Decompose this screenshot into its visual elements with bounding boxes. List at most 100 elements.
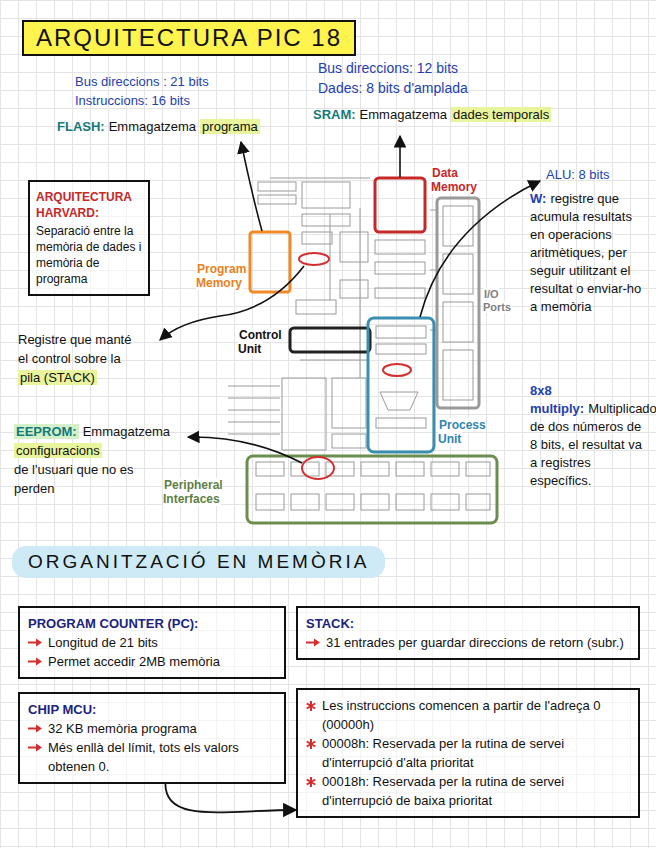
module-block <box>258 182 296 191</box>
annotation-line: Instruccions: 16 bits <box>75 91 315 110</box>
program-memory-outline <box>250 232 290 292</box>
annotation-line: Bus direccions: 12 bits <box>318 58 638 78</box>
annotation-line: 8x8 multiply:Multiplicador de dos número… <box>530 382 648 490</box>
peripheral-block <box>466 462 490 476</box>
annotation: Registre que manté el control sobre lapi… <box>18 330 143 387</box>
info-box: Les instruccions comencen a partir de l'… <box>296 688 640 818</box>
annotation: I/O Ports <box>483 288 525 314</box>
annotation: W:registre que acumula resultats en oper… <box>530 190 648 316</box>
w-register-mark <box>383 364 411 376</box>
peripheral-block <box>396 494 424 510</box>
module-block <box>375 262 425 274</box>
bullet-asterisk <box>306 701 316 711</box>
info-box: PROGRAM COUNTER (PC):Longitud de 21 bits… <box>18 606 286 679</box>
peripheral-block <box>466 494 490 510</box>
note-text: Program Memory <box>196 262 246 290</box>
module-block <box>376 418 426 428</box>
port-block <box>443 302 473 342</box>
note-text: ALU: 8 bits <box>546 167 610 182</box>
note-text: configuracions <box>14 443 102 458</box>
module-block <box>302 182 350 208</box>
annotation-line: SRAM:Emmagatzemadades temporals <box>313 105 648 124</box>
annotation-line: Program Memory <box>196 262 250 290</box>
note-text: registre que acumula resultats en operac… <box>530 191 641 314</box>
annotation-line: ALU: 8 bits <box>546 165 646 184</box>
annotation-line: de l'usuari que no es perden <box>14 460 164 498</box>
annotation-line: Data Memory <box>431 166 493 194</box>
annotation: 8x8 multiply:Multiplicador de dos número… <box>530 382 648 490</box>
module-block <box>332 434 366 448</box>
note-text: 8x8 multiply: <box>530 383 584 416</box>
note-text: Data Memory <box>431 166 478 194</box>
annotation-line: pila (STACK) <box>18 368 143 387</box>
module-block <box>332 378 366 428</box>
bullet-asterisk-lines <box>307 701 316 711</box>
module-block <box>376 326 426 338</box>
peripheral-block <box>361 494 389 510</box>
port-block <box>443 206 473 246</box>
process-unit-outline <box>368 318 434 452</box>
note-text: Dades: 8 bits d'amplada <box>318 80 468 96</box>
data-memory-outline <box>375 178 425 232</box>
bus-lines <box>270 178 437 378</box>
peripheral-block <box>431 462 459 476</box>
module-block <box>282 378 326 450</box>
bullet-text: Longitud de 21 bits <box>48 633 158 652</box>
peripheral-block <box>361 462 389 476</box>
bullet-arrow <box>28 657 42 666</box>
box-heading: CHIP MCU: <box>28 700 276 719</box>
bullet-item: Longitud de 21 bits <box>28 633 276 652</box>
note-text: Emmagatzema <box>109 119 196 134</box>
annotation: Data Memory <box>431 166 493 194</box>
leader-arrow <box>399 136 401 177</box>
bullet-text: Permet accedir 2MB memòria <box>48 652 220 671</box>
alu-symbol <box>380 392 418 410</box>
bullet-text: 00018h: Reservada per la rutina de serve… <box>322 772 630 810</box>
bullet-arrow <box>306 638 320 647</box>
box-heading: ARQUITECTURA HARVARD: <box>36 189 142 221</box>
annotation-line: I/O Ports <box>483 288 525 314</box>
annotation: SRAM:Emmagatzemadades temporals <box>313 105 648 124</box>
note-text: Peripheral Interfaces <box>163 478 223 506</box>
bullet-asterisk <box>306 739 316 749</box>
info-box: CHIP MCU:32 KB memòria programaMés enllà… <box>18 692 286 784</box>
stack-pointer-mark <box>299 253 329 265</box>
annotation: ALU: 8 bits <box>546 165 646 184</box>
bullet-asterisk-lines <box>307 777 316 787</box>
note-text: EEPROM: <box>14 424 79 439</box>
bullet-arrow <box>28 743 42 752</box>
pin-lines <box>228 386 280 434</box>
annotation-line: Process Unit <box>438 418 492 446</box>
annotation-line: Bus direccions : 21 bits <box>75 72 315 91</box>
bullet-text: 32 KB memòria programa <box>48 719 197 738</box>
note-box: ARQUITECTURA HARVARD:Separació entre la … <box>28 180 150 296</box>
note-text: SRAM: <box>313 107 356 122</box>
control-unit-outline <box>290 328 370 352</box>
peripheral-block <box>256 494 284 510</box>
peripheral-block <box>326 494 354 510</box>
bullet-arrow-head <box>36 639 42 647</box>
annotation: Peripheral Interfaces <box>163 478 245 506</box>
note-text: Instruccions: 16 bits <box>75 93 190 108</box>
note-text: W: <box>530 191 546 206</box>
info-box: STACK:31 entrades per guardar direccions… <box>296 606 640 660</box>
annotation: EEPROM:Emmagatzemaconfiguracionsde l'usu… <box>14 422 164 498</box>
module-block <box>375 240 425 254</box>
module-block <box>302 214 350 226</box>
leader-arrow <box>241 142 262 231</box>
module-block <box>258 195 296 204</box>
peripheral-block <box>256 462 284 476</box>
note-text: I/O Ports <box>483 288 512 313</box>
bullet-item: 00008h: Reservada per la rutina de serve… <box>306 734 630 772</box>
annotation-line: Control Unit <box>238 328 288 356</box>
eeprom-mark <box>302 457 334 479</box>
module-block <box>340 232 368 262</box>
note-text: programa <box>200 119 260 134</box>
bullet-text: 31 entrades per guardar direccions de re… <box>326 633 624 652</box>
bullet-item: 00018h: Reservada per la rutina de serve… <box>306 772 630 810</box>
page-title: ARQUITECTURA PIC 18 <box>22 20 356 56</box>
annotation-line: Registre que manté el control sobre la <box>18 330 143 368</box>
bullet-item: Permet accedir 2MB memòria <box>28 652 276 671</box>
note-text: FLASH: <box>57 119 105 134</box>
